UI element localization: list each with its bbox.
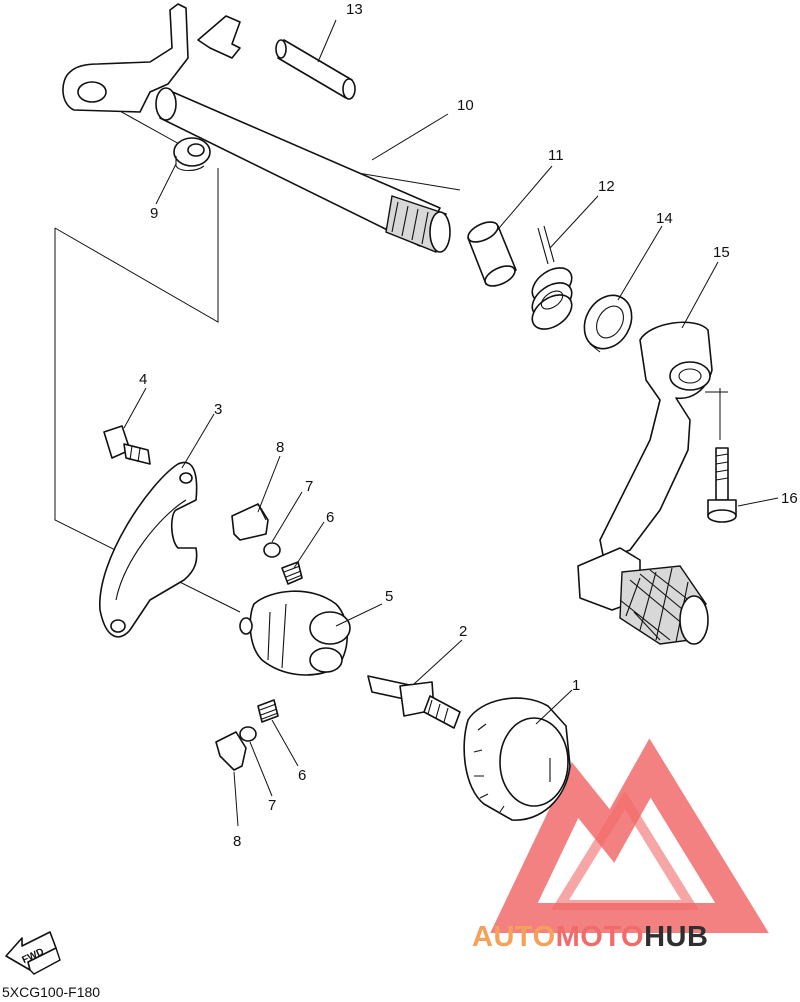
part-8-upper-follower — [231, 503, 269, 541]
part-11-collar — [467, 221, 517, 287]
callout-15: 15 — [713, 244, 730, 261]
callout-16: 16 — [781, 490, 798, 507]
part-10-shift-shaft — [62, 3, 451, 253]
callout-3: 3 — [214, 401, 222, 418]
callout-8-upper: 8 — [276, 439, 284, 456]
part-7-upper-pin — [263, 542, 281, 558]
callout-13: 13 — [346, 1, 363, 18]
svg-text:AUTOMOTOHUB: AUTOMOTOHUB — [472, 921, 708, 953]
part-8-lower-follower — [215, 731, 247, 771]
watermark-auto: AUTO — [472, 921, 556, 953]
leader-lines — [123, 19, 779, 827]
callout-1: 1 — [572, 677, 580, 694]
part-13-pin — [275, 39, 356, 100]
callout-9: 9 — [150, 205, 158, 222]
callout-12: 12 — [598, 178, 615, 195]
watermark-hub: HUB — [644, 921, 708, 953]
callout-11: 11 — [548, 147, 564, 164]
callout-6-upper: 6 — [326, 509, 334, 526]
part-15-shift-pedal — [577, 321, 713, 645]
part-16-bolt — [707, 447, 737, 523]
part-14-oil-seal — [583, 294, 633, 353]
part-12-spring — [531, 225, 573, 330]
callout-7-lower: 7 — [268, 797, 276, 814]
watermark-logo: AUTOMOTOHUB — [472, 738, 769, 953]
callout-5: 5 — [385, 588, 393, 605]
part-3-stopper-lever — [99, 461, 198, 638]
callout-7-upper: 7 — [305, 478, 313, 495]
callout-8-lower: 8 — [233, 833, 241, 850]
part-2-segment-bolt — [367, 675, 461, 729]
part-6-lower-spring — [257, 699, 279, 723]
callout-labels: 1 2 3 4 5 6 6 7 7 8 8 9 10 11 12 13 14 1… — [139, 1, 798, 850]
callout-6-lower: 6 — [298, 767, 306, 784]
part-9-washer — [173, 137, 211, 172]
fwd-arrow-icon: FWD — [5, 931, 61, 975]
callout-10: 10 — [457, 97, 474, 114]
part-5-segment — [239, 590, 351, 676]
part-1-shift-cam — [463, 697, 571, 821]
diagram-code: 5XCG100-F180 — [2, 984, 101, 1000]
part-7-lower-pin — [239, 726, 257, 742]
callout-14: 14 — [656, 210, 673, 227]
callout-2: 2 — [459, 623, 467, 640]
watermark-moto: MOTO — [556, 921, 644, 953]
part-4-bolt — [103, 425, 151, 465]
callout-4: 4 — [139, 371, 147, 388]
part-6-upper-spring — [281, 561, 303, 585]
